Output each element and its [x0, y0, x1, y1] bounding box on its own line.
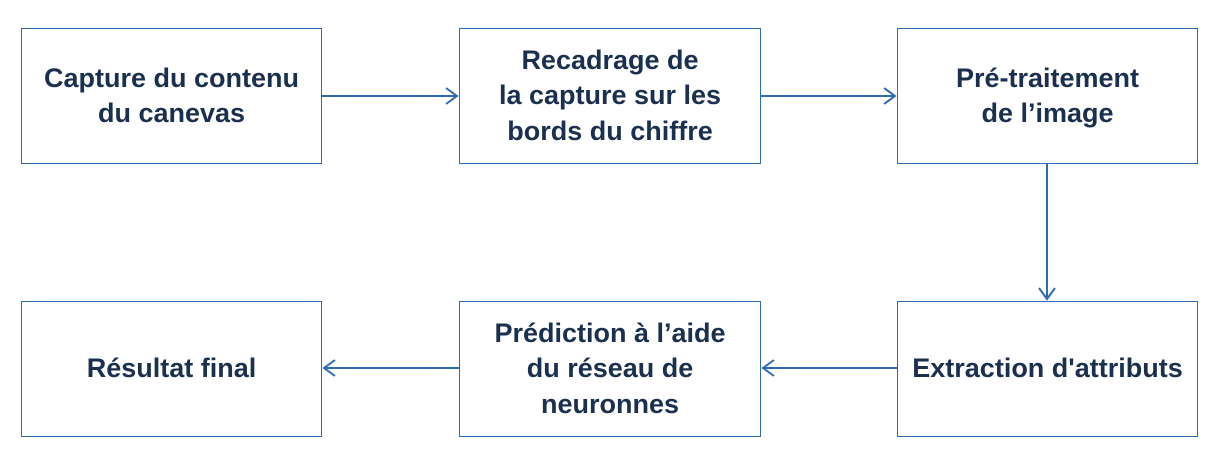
arrow-extraction-to-prediction	[761, 359, 897, 377]
node-resultat: Résultat final	[21, 301, 322, 437]
arrow-prediction-to-resultat	[322, 359, 459, 377]
node-prediction: Prédiction à l’aide du réseau de neuronn…	[459, 301, 761, 437]
arrow-capture-to-recadrage	[322, 87, 459, 105]
arrow-recadrage-to-pretraitement	[761, 87, 897, 105]
node-extraction: Extraction d'attributs	[897, 301, 1198, 437]
node-pretraitement: Pré-traitement de l’image	[897, 28, 1198, 164]
node-recadrage: Recadrage de la capture sur les bords du…	[459, 28, 761, 164]
arrow-pretraitement-to-extraction	[1038, 164, 1056, 301]
node-capture: Capture du contenu du canevas	[21, 28, 322, 164]
